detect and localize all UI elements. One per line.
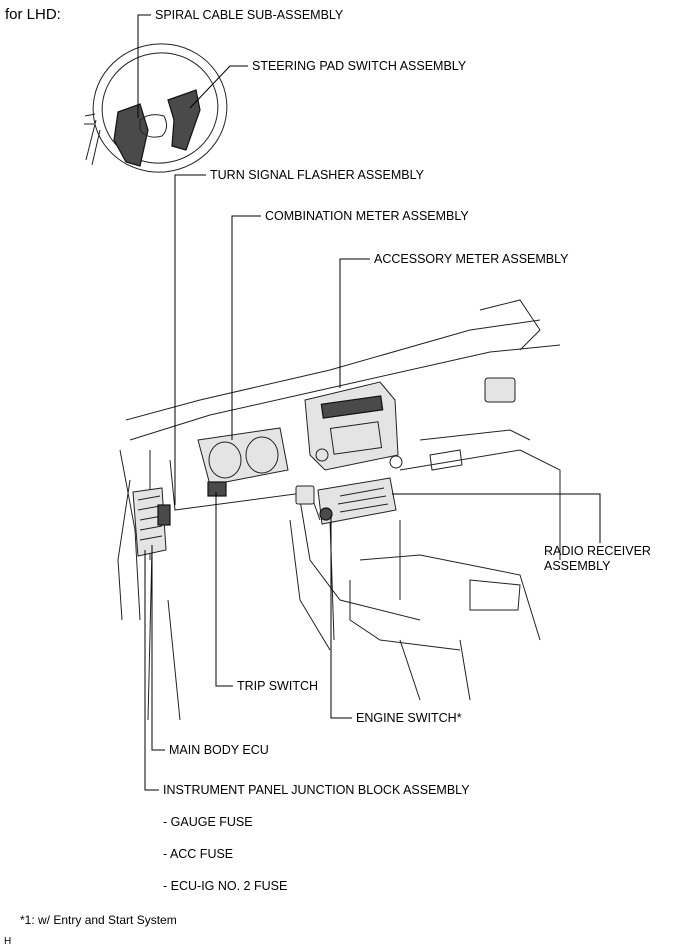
engine-switch-label: ENGINE SWITCH*	[356, 711, 462, 725]
ecu-ig-no2-fuse-label: - ECU-IG NO. 2 FUSE	[163, 879, 288, 893]
accessory-meter-label: ACCESSORY METER ASSEMBLY	[374, 252, 569, 266]
center-stack-drawing	[304, 381, 403, 525]
turn-signal-flasher-label: TURN SIGNAL FLASHER ASSEMBLY	[210, 168, 424, 182]
corner-mark: H	[4, 936, 12, 947]
diagram-header: for LHD:	[5, 6, 61, 23]
steering-wheel-drawing	[84, 43, 228, 173]
leader-lines	[137, 14, 601, 791]
acc-fuse-label: - ACC FUSE	[163, 847, 234, 861]
combination-meter-label: COMBINATION METER ASSEMBLY	[265, 209, 469, 223]
ip-junction-block-label: INSTRUMENT PANEL JUNCTION BLOCK ASSEMBLY	[163, 783, 470, 797]
dashboard-drawing	[117, 299, 561, 721]
footnote: *1: w/ Entry and Start System	[20, 913, 177, 927]
gauge-fuse-label: - GAUGE FUSE	[163, 815, 253, 829]
main-body-ecu-label: MAIN BODY ECU	[169, 743, 269, 757]
combination-meter-drawing	[197, 427, 289, 497]
main-body-ecu-drawing	[132, 487, 171, 557]
radio-receiver-label-line2: ASSEMBLY	[544, 559, 611, 573]
steering-pad-switch-label: STEERING PAD SWITCH ASSEMBLY	[252, 59, 467, 73]
trip-switch-label: TRIP SWITCH	[237, 679, 319, 693]
spiral-cable-label: SPIRAL CABLE SUB-ASSEMBLY	[155, 8, 344, 22]
radio-receiver-label-line1: RADIO RECEIVER	[544, 544, 651, 558]
